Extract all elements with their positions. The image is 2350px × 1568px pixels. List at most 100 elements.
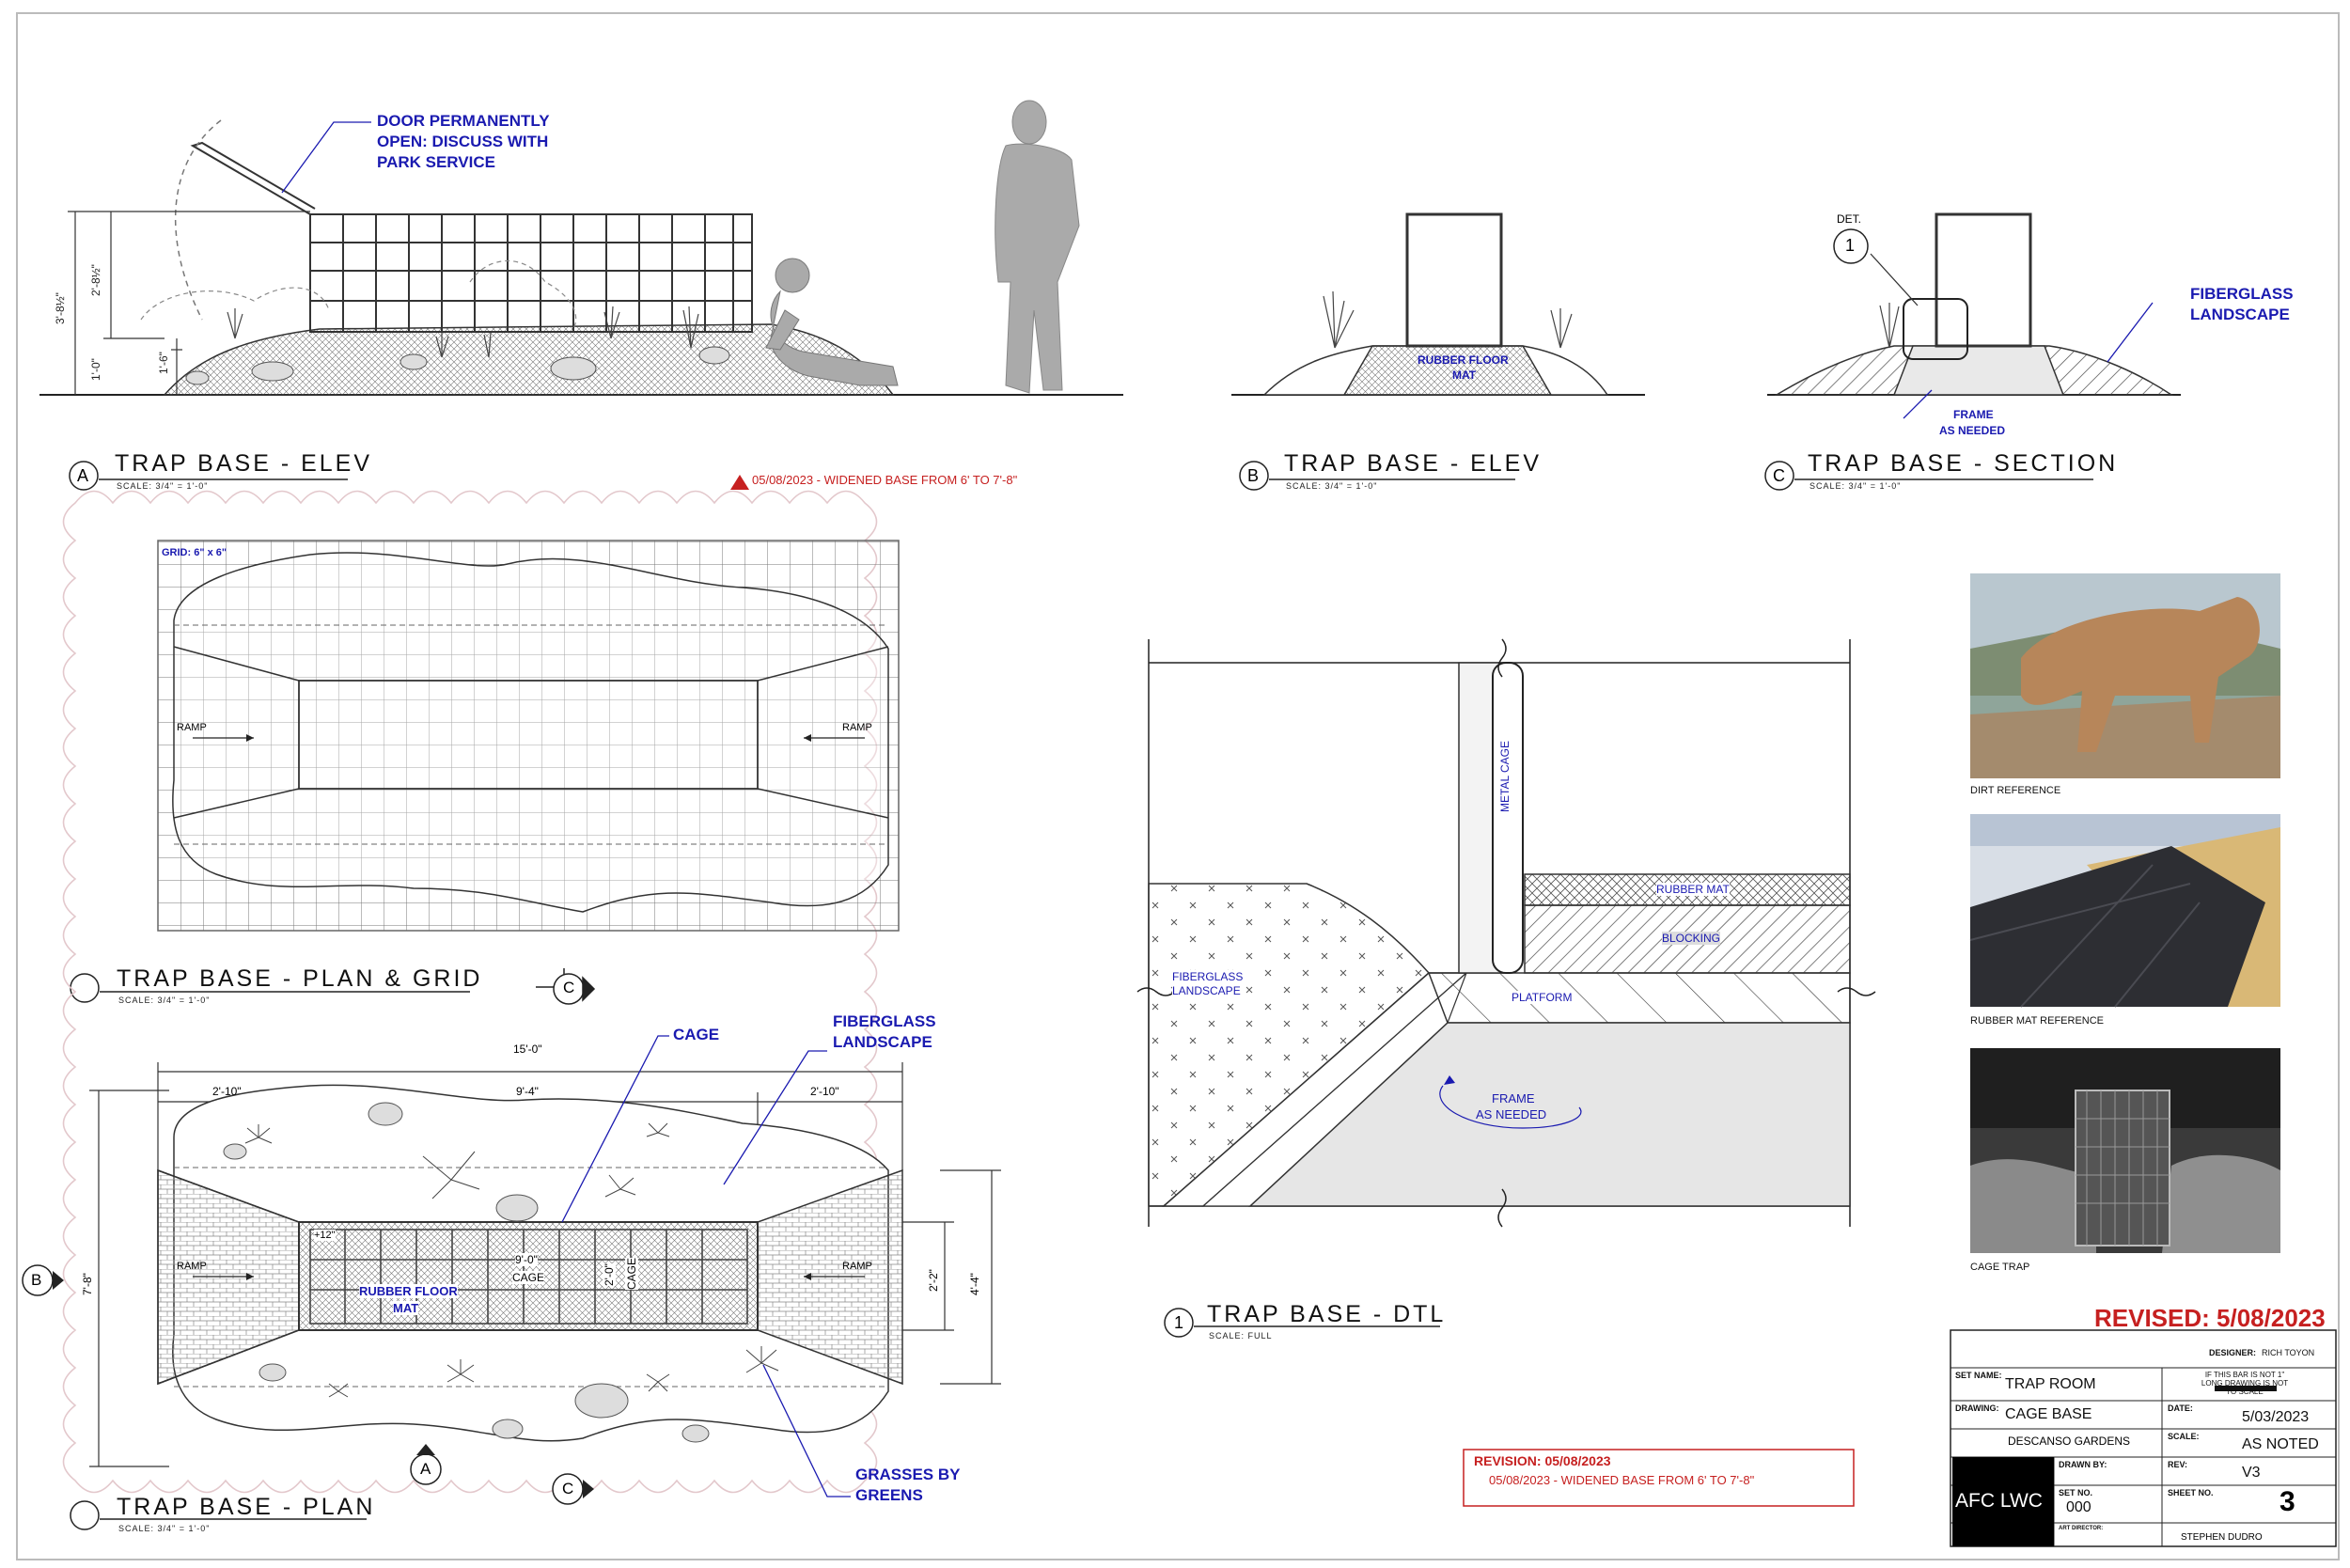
elevation-a-drawing: 3'-8½" 2'-8½" 1'-0" 1'-6" — [39, 100, 1123, 396]
detail-fiberglass-2: LANDSCAPE — [1172, 984, 1241, 997]
client-value: DESCANSO GARDENS — [2008, 1435, 2131, 1448]
section-c-scale: SCALE: 3/4" = 1'-0" — [1810, 481, 1902, 491]
date-label: DATE: — [2168, 1403, 2193, 1413]
detail-frame-1: FRAME — [1492, 1091, 1535, 1105]
plan-grid-drawing — [157, 540, 900, 932]
date-value: 5/03/2023 — [2242, 1409, 2310, 1425]
dim-cage-width: 2'-0" — [603, 1263, 616, 1286]
mountain-lion-photo — [1970, 573, 2280, 778]
section-marker-c-lower: C — [562, 1480, 574, 1497]
elev-a-scale: SCALE: 3/4" = 1'-0" — [117, 481, 209, 491]
dim-right-outer: 4'-4" — [968, 1273, 981, 1295]
svg-text:1'-6": 1'-6" — [157, 352, 170, 374]
set-name-value: TRAP ROOM — [2005, 1376, 2096, 1392]
revision-box-heading: REVISION: 05/08/2023 — [1474, 1453, 1611, 1468]
set-no-label: SET NO. — [2059, 1488, 2093, 1497]
detail-fiberglass-1: FIBERGLASS — [1172, 970, 1244, 983]
revision-box-line: 05/08/2023 - WIDENED BASE FROM 6' TO 7'-… — [1489, 1473, 1755, 1487]
svg-text:2'-8½": 2'-8½" — [89, 264, 102, 296]
section-c-title: TRAP BASE - SECTION — [1808, 450, 2119, 477]
sheet-no-value: 3 — [2280, 1486, 2295, 1517]
section-frame-note-2: AS NEEDED — [1939, 424, 2006, 437]
plan-scale: SCALE: 3/4" = 1'-0" — [118, 1524, 211, 1533]
cage-label-vertical: CAGE — [625, 1257, 638, 1290]
elev-b-mat-note-1: RUBBER FLOOR — [1418, 353, 1509, 367]
section-marker-b: B — [31, 1271, 42, 1289]
detail-key: 1 — [1174, 1313, 1184, 1332]
door-note-line-1: DOOR PERMANENTLY — [377, 112, 550, 130]
platform-label: PLATFORM — [1512, 991, 1573, 1004]
plan-ramp-right: RAMP — [842, 1261, 872, 1272]
key-c: C — [1773, 466, 1785, 485]
plan-mat-note-1: RUBBER FLOOR — [359, 1284, 458, 1298]
dim-right: 2'-10" — [810, 1085, 839, 1098]
plan-grid-scale: SCALE: 3/4" = 1'-0" — [118, 996, 211, 1005]
det-label: DET. — [1837, 212, 1862, 226]
door-note-line-3: PARK SERVICE — [377, 153, 495, 171]
section-fiberglass-note-1: FIBERGLASS — [2190, 285, 2294, 303]
detail-title: TRAP BASE - DTL — [1207, 1301, 1447, 1327]
key-b: B — [1247, 466, 1260, 485]
revised-stamp: REVISED: 5/08/2023 — [2094, 1304, 2326, 1332]
plan-grid-title: TRAP BASE - PLAN & GRID — [117, 965, 483, 992]
sheet-no-label: SHEET NO. — [2168, 1488, 2214, 1497]
key-a: A — [77, 466, 89, 485]
rubber-mat-photo — [1969, 814, 2280, 1008]
grasses-note-2: GREENS — [855, 1486, 923, 1504]
elev-a-title: TRAP BASE - ELEV — [115, 450, 373, 477]
section-marker-c-upper: C — [563, 979, 575, 996]
scale-label: SCALE: — [2168, 1432, 2200, 1441]
photo-caption-cage: CAGE TRAP — [1970, 1262, 2030, 1273]
elev-b-mat-note-2: MAT — [1452, 368, 1477, 382]
title-block — [1950, 1329, 2337, 1547]
grid-label: GRID: 6" x 6" — [162, 547, 227, 558]
revision-cloud — [62, 490, 878, 1494]
svg-text:3'-8½": 3'-8½" — [54, 292, 67, 324]
photo-caption-mat: RUBBER MAT REFERENCE — [1970, 1015, 2105, 1027]
plan-mat-note-2: MAT — [393, 1301, 419, 1315]
blocking-label: BLOCKING — [1662, 932, 1721, 945]
plan-ramp-left: RAMP — [177, 1261, 207, 1272]
detail-frame-2: AS NEEDED — [1476, 1107, 1547, 1121]
scale-value: AS NOTED — [2242, 1436, 2319, 1452]
photo-caption-dirt: DIRT REFERENCE — [1970, 785, 2061, 796]
door-note-line-2: OPEN: DISCUSS WITH — [377, 133, 549, 150]
dim-right-inner: 2'-2" — [927, 1269, 940, 1292]
plan-title: TRAP BASE - PLAN — [117, 1494, 376, 1520]
drawing-value: CAGE BASE — [2005, 1406, 2092, 1422]
det-number: 1 — [1845, 236, 1856, 255]
dim-cage-length: 9'-0" — [515, 1253, 538, 1266]
section-c-drawing — [1767, 212, 2181, 419]
set-no-value: 000 — [2066, 1499, 2092, 1515]
set-name-label: SET NAME: — [1955, 1371, 2002, 1380]
dim-overall: 15'-0" — [513, 1043, 542, 1056]
cage-trap-photo — [1970, 1048, 2280, 1253]
dim-center: 9'-4" — [516, 1085, 539, 1098]
section-marker-a: A — [420, 1460, 431, 1478]
section-frame-note-1: FRAME — [1953, 408, 1994, 421]
detail-scale: SCALE: FULL — [1209, 1331, 1273, 1341]
cage-label: CAGE — [512, 1271, 545, 1284]
designer-value: RICH TOYON — [2262, 1348, 2315, 1357]
section-fiberglass-note-2: LANDSCAPE — [2190, 306, 2290, 323]
designer-label: DESIGNER: — [2209, 1348, 2257, 1357]
plan-grid-ramp-right: RAMP — [842, 722, 872, 733]
director-value: STEPHEN DUDRO — [2181, 1532, 2263, 1543]
plan-fiberglass-note-1: FIBERGLASS — [833, 1012, 936, 1030]
rubber-mat-label: RUBBER MAT — [1656, 883, 1730, 896]
elevation-b-drawing — [1231, 212, 1645, 396]
cage-note: CAGE — [673, 1026, 720, 1043]
elev-b-title: TRAP BASE - ELEV — [1284, 450, 1543, 477]
rev-label: REV: — [2168, 1460, 2188, 1469]
afc-lwc-logo: AFC LWC — [1955, 1490, 2043, 1512]
drawing-label: DRAWING: — [1955, 1403, 1999, 1413]
director-label: ART DIRECTOR: — [2059, 1526, 2104, 1531]
metal-cage-label: METAL CAGE — [1498, 740, 1512, 812]
detail-drawing — [1136, 638, 1876, 1228]
dim-left: 2'-10" — [212, 1085, 242, 1098]
dim-offset: +12" — [314, 1230, 336, 1241]
rev-value: V3 — [2242, 1465, 2261, 1481]
svg-text:1'-0": 1'-0" — [89, 358, 102, 381]
plan-fiberglass-note-2: LANDSCAPE — [833, 1033, 932, 1051]
grasses-note-1: GRASSES BY — [855, 1466, 961, 1483]
